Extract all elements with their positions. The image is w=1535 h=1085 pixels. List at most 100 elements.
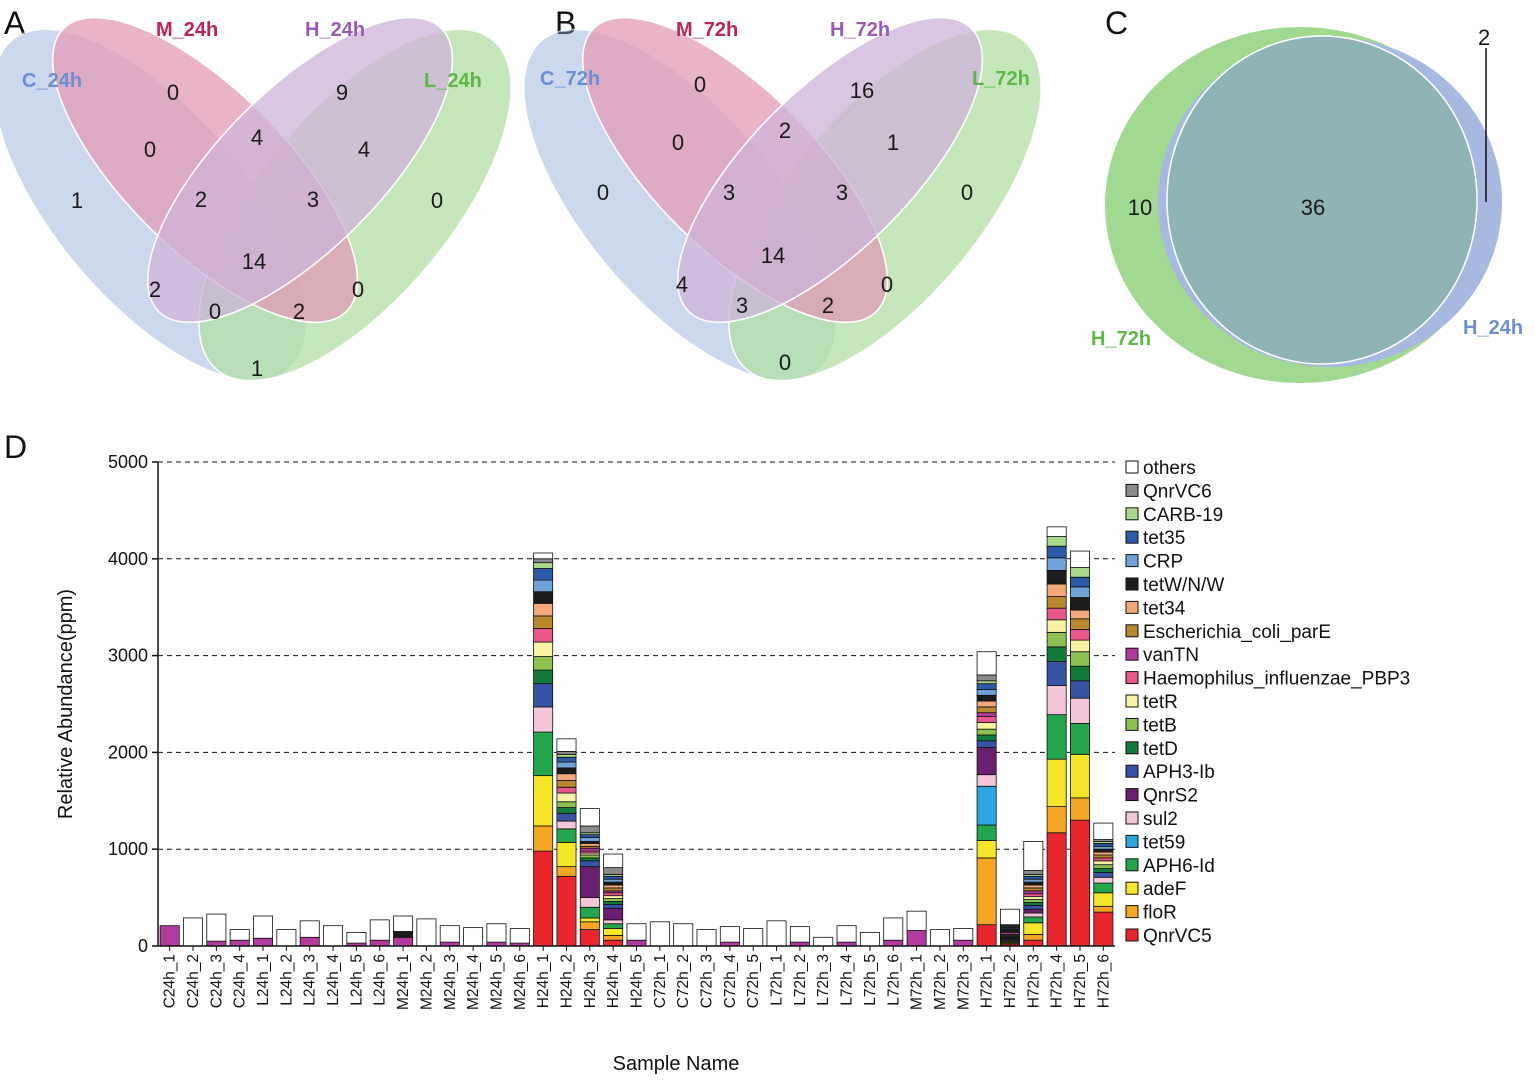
- bar-segment: [976, 824, 997, 841]
- x-tick-label: L72h_3: [815, 954, 832, 1006]
- bar-segment: [1093, 872, 1114, 878]
- bar-segment: [1093, 905, 1114, 913]
- venn-c-label-h24: H_24h: [1463, 317, 1523, 339]
- y-tick-label: 0: [138, 936, 148, 956]
- bar-segment: [603, 853, 624, 868]
- bar-segment: [579, 834, 600, 838]
- bar-segment: [766, 920, 787, 947]
- legend-label: tetB: [1143, 715, 1177, 736]
- bar-segment: [253, 937, 274, 947]
- bar-segment: [1070, 639, 1090, 653]
- bar-segment: [1023, 875, 1044, 880]
- bar-segment: [1046, 714, 1067, 760]
- bar-segment: [1023, 916, 1044, 924]
- y-tick-label: 2000: [108, 742, 148, 762]
- bar-segment: [556, 780, 577, 788]
- bar-segment: [556, 756, 577, 763]
- legend-swatch: [1125, 577, 1139, 591]
- bar-segment: [999, 908, 1020, 926]
- bar-segment: [1070, 797, 1090, 821]
- venn-a-count: 0: [352, 277, 364, 302]
- x-tick-label: H24h_2: [558, 954, 575, 1008]
- bar-segment: [1046, 570, 1067, 585]
- bar-segment: [976, 734, 997, 742]
- bar-segment: [603, 919, 624, 925]
- bar-segment: [1023, 902, 1044, 906]
- bar-segment: [1023, 893, 1044, 898]
- x-tick-label: L72h_2: [792, 954, 809, 1006]
- venn-b-count: 14: [761, 243, 785, 268]
- bar-segment: [533, 775, 554, 827]
- venn-c-count-shared: 36: [1301, 195, 1325, 220]
- bar-segment: [649, 921, 670, 947]
- legend-label: APH3-Ib: [1143, 762, 1215, 783]
- legend-label: QnrS2: [1143, 786, 1198, 807]
- bar-segment: [556, 751, 577, 755]
- bar-segment: [579, 857, 600, 862]
- bar-segment: [603, 875, 624, 880]
- bar-segment: [533, 615, 554, 629]
- x-tick-label: L24h_4: [325, 954, 342, 1006]
- legend-swatch: [1125, 507, 1139, 521]
- venn-b-count: 16: [850, 78, 874, 103]
- bar-segment: [533, 669, 554, 685]
- x-axis-title: Sample Name: [613, 1053, 740, 1075]
- bar-segment: [393, 931, 414, 938]
- bar-segment: [1046, 646, 1067, 662]
- bar-segment: [579, 847, 600, 852]
- x-tick-label: C72h_5: [745, 954, 762, 1008]
- x-tick-label: C72h_1: [652, 954, 669, 1008]
- bar-segment: [1093, 822, 1114, 840]
- bar-segment: [789, 926, 810, 943]
- bar-segment: [509, 928, 530, 944]
- x-tick-label: H72h_4: [1049, 954, 1066, 1009]
- bar-segment: [1070, 819, 1090, 947]
- bar-segment: [1070, 722, 1090, 755]
- legend-label: tetR: [1143, 692, 1178, 713]
- bar-segment: [276, 929, 297, 947]
- bar-segment: [299, 936, 320, 947]
- x-tick-label: M24h_2: [418, 954, 435, 1010]
- bar-segment: [976, 924, 997, 947]
- bar-segment: [393, 915, 414, 932]
- bar-segment: [463, 927, 484, 947]
- bar-segment: [1023, 870, 1044, 875]
- bar-segment: [1046, 607, 1067, 621]
- bar-segment: [1093, 911, 1114, 947]
- venn-a-label-m: M_24h: [156, 19, 218, 41]
- venn-b-count: 3: [736, 293, 748, 318]
- bar-segment: [1046, 661, 1067, 687]
- x-tick-label: H24h_3: [582, 954, 599, 1008]
- bar-segment: [603, 898, 624, 902]
- venn-b-count: 0: [597, 180, 609, 205]
- bar-segment: [579, 837, 600, 842]
- x-tick-label: M24h_4: [465, 954, 482, 1010]
- bar-segment: [556, 738, 577, 752]
- legend-label: CARB-19: [1143, 505, 1223, 526]
- bar-segment: [579, 860, 600, 868]
- y-tick-label: 1000: [108, 839, 148, 859]
- bar-segment: [579, 917, 600, 923]
- legend-swatch: [1125, 530, 1139, 544]
- venn-a-set-h: [146, 16, 454, 324]
- bar-segment: [906, 930, 927, 947]
- legend-swatch: [1125, 788, 1139, 802]
- bar-segment: [603, 867, 624, 875]
- bar-segment: [579, 854, 600, 859]
- bar-segment: [533, 683, 554, 708]
- bar-segment: [1070, 609, 1090, 620]
- bar-segment: [323, 925, 344, 947]
- bar-segment: [603, 878, 624, 883]
- x-tick-label: H72h_3: [1025, 954, 1042, 1008]
- legend-swatch: [1125, 600, 1139, 614]
- bar-segment: [1046, 557, 1067, 571]
- bar-segment: [1023, 904, 1044, 910]
- gridlines: [158, 461, 1115, 850]
- legend-swatch: [1125, 811, 1139, 825]
- bar-segment: [976, 706, 997, 714]
- bar-segment: [579, 897, 600, 908]
- venn-a-count: 4: [251, 125, 263, 150]
- venn-panel-c: C 2 10 36 H_72h H_24h: [1091, 5, 1523, 383]
- bar-segment: [533, 850, 554, 947]
